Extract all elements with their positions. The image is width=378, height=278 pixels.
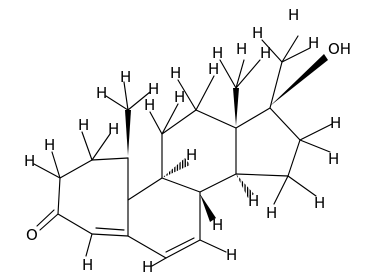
h-atom-label: H	[252, 24, 263, 42]
h-atom-label: H	[120, 68, 131, 86]
h-atom-label: H	[208, 60, 219, 78]
h-atom-label: H	[236, 40, 247, 58]
h-atom-label: H	[108, 120, 119, 138]
c8-h-wedge	[200, 194, 216, 222]
c17-hydroxyl-wedge	[270, 54, 328, 106]
h-atom-label: H	[260, 44, 271, 62]
h-atom-label: H	[44, 136, 55, 154]
h-atom-label: H	[148, 80, 159, 98]
hydroxyl-label: OH	[328, 40, 351, 58]
h-atom-label: H	[248, 192, 259, 210]
h-atom-label: H	[314, 194, 325, 212]
h-atom-label: H	[78, 116, 89, 134]
ring-a-bonds	[36, 157, 129, 237]
carbonyl-oxygen-label: O	[26, 226, 38, 244]
ring-b-bonds	[127, 177, 201, 259]
c9-h-hash-bond	[162, 158, 190, 178]
h-atom-label: H	[186, 146, 197, 164]
h-atom-label: H	[170, 64, 181, 82]
c18-methyl-wedge	[233, 88, 239, 126]
h-atom-label: H	[226, 246, 237, 264]
h-atom-label: H	[174, 88, 185, 106]
h-atom-label: H	[24, 152, 35, 170]
atom-labels: H H H H H H H H H H H H H H H H H H H H …	[24, 6, 351, 276]
h-atom-label: H	[96, 84, 107, 102]
h-atom-label: H	[144, 96, 155, 114]
ring-d-bonds	[235, 61, 301, 177]
c14-h-hash-bond	[236, 174, 254, 198]
h-atom-label: H	[212, 44, 223, 62]
ring-c-bonds	[161, 109, 237, 193]
h-atom-label: H	[82, 256, 93, 274]
h-atom-label: H	[288, 6, 299, 24]
h-atom-label: H	[266, 204, 277, 222]
h-atom-label: H	[142, 258, 153, 276]
h-atom-label: H	[212, 216, 223, 234]
h-atom-label: H	[330, 114, 341, 132]
c19-methyl-wedge	[125, 110, 131, 156]
hydrogen-stubs	[33, 35, 333, 267]
h-atom-label: H	[328, 150, 339, 168]
h-atom-label: H	[308, 34, 319, 52]
